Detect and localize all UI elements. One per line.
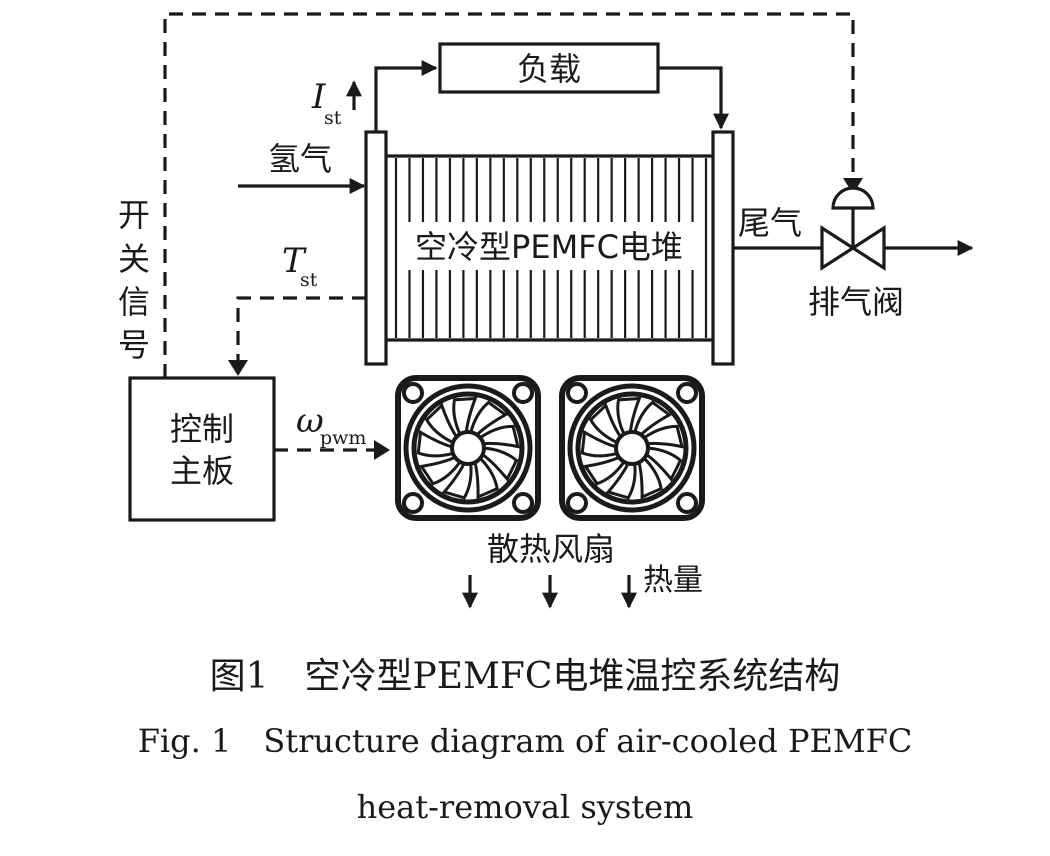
stack-outline bbox=[386, 154, 713, 342]
cooling-fan-icon-left bbox=[395, 375, 541, 521]
fan-blade bbox=[416, 429, 455, 458]
fan-blade bbox=[580, 429, 619, 458]
fan-label: 散热风扇 bbox=[487, 530, 615, 568]
fan-mount-hole bbox=[402, 492, 424, 514]
temp-signal-line bbox=[236, 296, 366, 368]
stack-label-backing bbox=[404, 222, 694, 270]
hydrogen-label: 氢气 bbox=[268, 140, 332, 178]
temp-signal-arrowhead bbox=[228, 360, 248, 376]
stack-end-plate-right bbox=[711, 130, 735, 366]
control-board-label-line2: 主板 bbox=[170, 452, 234, 490]
fan-hub bbox=[614, 430, 650, 466]
current-symbol: I bbox=[311, 77, 326, 117]
fan-mount-hole bbox=[512, 492, 534, 514]
current-wire-in bbox=[374, 60, 438, 132]
pwm-symbol: ω bbox=[296, 401, 324, 441]
fan-blade bbox=[480, 446, 519, 482]
switch-signal-char-1: 开 bbox=[118, 196, 150, 234]
current-subscript: st bbox=[324, 107, 342, 129]
fan-blade bbox=[424, 402, 459, 445]
pwm-subscript: pwm bbox=[320, 427, 366, 449]
fan-hub bbox=[450, 430, 486, 466]
load-box bbox=[438, 42, 660, 94]
stack-end-plate-left bbox=[364, 130, 388, 366]
caption-zh: 图1 空冷型PEMFC电堆温控系统结构 bbox=[210, 656, 841, 697]
current-wire-out bbox=[658, 66, 729, 130]
fan-blade bbox=[616, 396, 642, 436]
fan-blade bbox=[473, 456, 499, 500]
fan-mount-hole bbox=[402, 382, 424, 404]
switch-signal-char-4: 号 bbox=[118, 326, 150, 364]
fan-blade bbox=[588, 402, 623, 445]
switch-signal-char-3: 信 bbox=[118, 283, 150, 321]
fan-blade bbox=[644, 446, 683, 482]
fan-mount-hole bbox=[566, 382, 588, 404]
fan-mount-hole bbox=[676, 492, 698, 514]
switch-signal-arrowhead bbox=[843, 178, 863, 194]
stack-label: 空冷型PEMFC电堆 bbox=[415, 228, 683, 266]
fan-blade bbox=[637, 456, 663, 500]
heat-label: 热量 bbox=[643, 563, 703, 598]
pwm-signal-arrowhead bbox=[374, 440, 390, 460]
load-label: 负载 bbox=[517, 50, 581, 88]
temp-subscript: st bbox=[300, 269, 318, 291]
valve-label: 排气阀 bbox=[808, 283, 904, 321]
fan-blade bbox=[632, 400, 673, 437]
control-board-box bbox=[128, 376, 276, 522]
exhaust-label: 尾气 bbox=[738, 204, 802, 242]
fan-blade bbox=[452, 396, 478, 436]
cooling-fan-icon-right bbox=[559, 375, 705, 521]
control-board-label-line1: 控制 bbox=[170, 410, 234, 448]
fan-blade bbox=[418, 455, 462, 486]
exhaust-valve-icon bbox=[820, 186, 886, 271]
fan-blade bbox=[441, 461, 473, 500]
caption-en-line2: heat-removal system bbox=[357, 788, 694, 826]
fan-blade bbox=[642, 424, 684, 449]
switch-signal-line bbox=[163, 12, 855, 378]
fan-blade bbox=[582, 455, 626, 486]
caption-en-line1: Fig. 1 Structure diagram of air-cooled P… bbox=[138, 722, 913, 760]
temp-symbol: T bbox=[282, 241, 307, 281]
fan-blade bbox=[468, 400, 509, 437]
fan-blade bbox=[478, 424, 520, 449]
fan-blade bbox=[605, 461, 637, 500]
switch-signal-label: 开 关 信 号 bbox=[118, 196, 150, 364]
fan-mount-hole bbox=[676, 382, 698, 404]
fan-mount-hole bbox=[512, 382, 534, 404]
switch-signal-char-2: 关 bbox=[118, 240, 150, 278]
fan-mount-hole bbox=[566, 492, 588, 514]
